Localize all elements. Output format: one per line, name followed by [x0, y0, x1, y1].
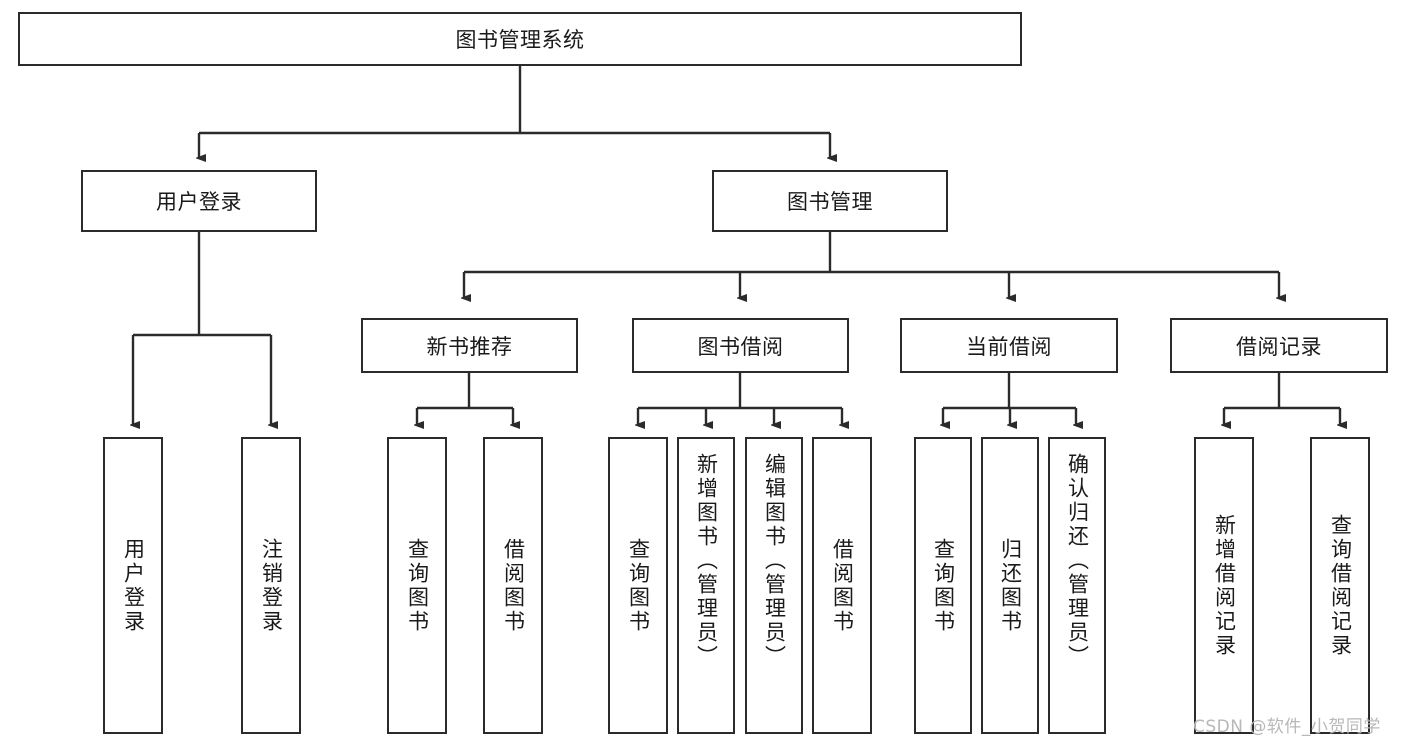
leaf-borrow-edit-book-admin[interactable]: 编辑图书（管理员）	[745, 437, 803, 734]
node-label: 新书推荐	[426, 334, 513, 359]
node-new-book-recommend[interactable]: 新书推荐	[361, 318, 578, 373]
leaf-borrow-borrow-book[interactable]: 借阅图书	[812, 437, 872, 734]
leaf-borrow-query-book[interactable]: 查询图书	[608, 437, 668, 734]
node-label: 编辑图书（管理员）	[762, 453, 787, 669]
leaf-current-confirm-return-admin[interactable]: 确认归还（管理员）	[1048, 437, 1106, 734]
node-label: 图书管理系统	[455, 28, 585, 52]
node-label: 借阅图书	[501, 537, 526, 634]
node-borrow-record[interactable]: 借阅记录	[1170, 318, 1388, 373]
node-label: 查询图书	[931, 537, 956, 634]
leaf-borrow-add-book-admin[interactable]: 新增图书（管理员）	[677, 437, 735, 734]
node-label: 图书借阅	[697, 334, 784, 359]
node-book-management[interactable]: 图书管理	[712, 170, 948, 232]
leaf-user-login-signin[interactable]: 用户登录	[103, 437, 163, 734]
node-label: 注销登录	[259, 537, 284, 634]
csdn-watermark: CSDN @软件_小贺同学	[1193, 717, 1381, 737]
leaf-current-return-book[interactable]: 归还图书	[981, 437, 1039, 734]
leaf-record-add-record[interactable]: 新增借阅记录	[1194, 437, 1254, 734]
node-label: 新增图书（管理员）	[694, 453, 719, 669]
leaf-newbook-query-book[interactable]: 查询图书	[387, 437, 447, 734]
leaf-current-query-book[interactable]: 查询图书	[914, 437, 972, 734]
node-label: 查询图书	[405, 537, 430, 634]
node-label: 用户登录	[121, 537, 146, 634]
node-user-login[interactable]: 用户登录	[81, 170, 317, 232]
node-label: 当前借阅	[966, 334, 1052, 359]
node-label: 借阅记录	[1236, 334, 1322, 359]
node-label: 归还图书	[998, 537, 1023, 634]
node-label: 用户登录	[156, 190, 242, 214]
node-label: 查询图书	[626, 537, 651, 634]
node-book-borrow[interactable]: 图书借阅	[632, 318, 849, 373]
leaf-newbook-borrow-book[interactable]: 借阅图书	[483, 437, 543, 734]
node-current-borrow[interactable]: 当前借阅	[900, 318, 1118, 373]
node-label: 确认归还（管理员）	[1065, 453, 1090, 669]
node-label: 新增借阅记录	[1212, 513, 1237, 658]
node-root-system[interactable]: 图书管理系统	[18, 12, 1022, 66]
leaf-record-query-record[interactable]: 查询借阅记录	[1310, 437, 1370, 734]
node-label: 借阅图书	[830, 537, 855, 634]
leaf-user-login-signout[interactable]: 注销登录	[241, 437, 301, 734]
node-label: 图书管理	[787, 190, 873, 214]
node-label: 查询借阅记录	[1328, 513, 1353, 658]
